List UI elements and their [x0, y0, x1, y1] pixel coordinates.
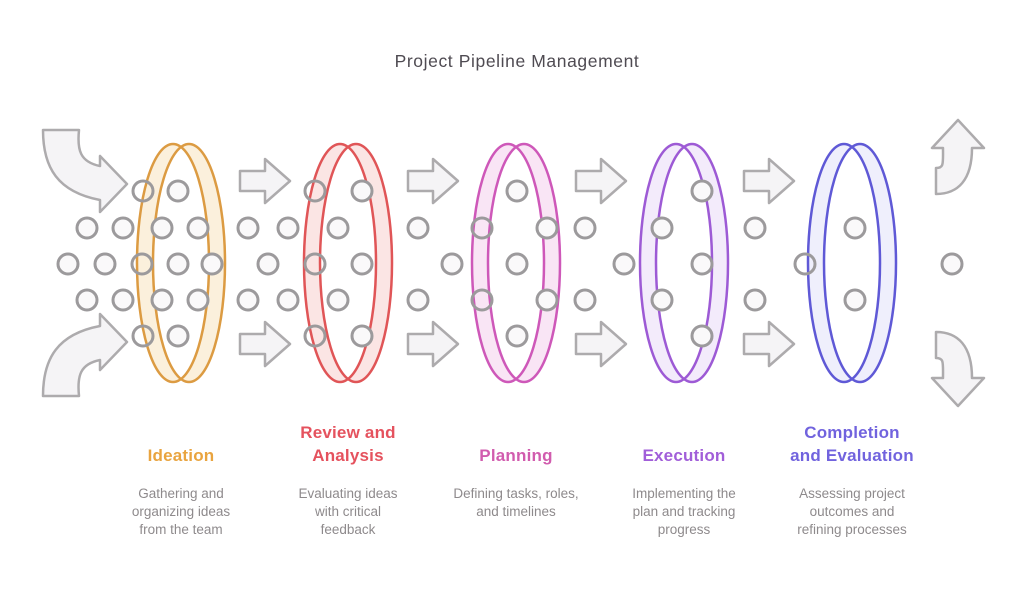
pipeline-dot: [440, 252, 464, 276]
pipeline-dot: [326, 288, 350, 312]
stage-name: Ideation: [147, 446, 215, 465]
pipeline-dot: [406, 288, 430, 312]
pipeline-dot: [150, 288, 174, 312]
stage-transition-arrow: [238, 320, 292, 368]
pipeline-dot: [406, 216, 430, 240]
pipeline-dot: [505, 179, 529, 203]
pipeline-dot: [236, 288, 260, 312]
pipeline-dot: [236, 216, 260, 240]
pipeline-dot: [650, 216, 674, 240]
stage-description: Assessing project outcomes and refining …: [797, 486, 907, 537]
stage-transition-arrow: [238, 157, 292, 205]
pipeline-dot-hollow: [131, 324, 155, 348]
pipeline-dot: [843, 216, 867, 240]
pipeline-dot: [505, 324, 529, 348]
stage-ring-execution: [638, 142, 730, 384]
pipeline-dot: [326, 216, 350, 240]
pipeline-dot: [505, 252, 529, 276]
pipeline-dot: [535, 288, 559, 312]
pipeline-dot: [612, 252, 636, 276]
pipeline-dot: [186, 216, 210, 240]
pipeline-dot-hollow: [303, 324, 327, 348]
stage-transition-arrow: [742, 157, 796, 205]
pipeline-dot: [186, 288, 210, 312]
pipeline-dot-hollow: [131, 179, 155, 203]
stage-transition-arrow: [574, 320, 628, 368]
stage-description: Evaluating ideas with critical feedback: [298, 486, 398, 537]
pipeline-dot: [940, 252, 964, 276]
flow-in-bottom-arrow-icon: [41, 312, 129, 398]
stage-name: Execution: [642, 446, 726, 465]
stage-transition-arrow: [406, 157, 460, 205]
pipeline-dot: [150, 216, 174, 240]
pipeline-dot: [256, 252, 280, 276]
pipeline-dot: [111, 216, 135, 240]
pipeline-dot: [93, 252, 117, 276]
pipeline-dot: [650, 288, 674, 312]
stage-description: Implementing the plan and tracking progr…: [632, 486, 736, 537]
pipeline-dot: [350, 252, 374, 276]
pipeline-dot: [56, 252, 80, 276]
pipeline-dot-hollow: [470, 288, 494, 312]
stage-transition-arrow: [742, 320, 796, 368]
pipeline-dot: [276, 288, 300, 312]
stage-name: Completion and Evaluation: [790, 423, 914, 465]
stage-transition-arrow: [406, 320, 460, 368]
pipeline-dot: [350, 179, 374, 203]
pipeline-dot-hollow: [303, 179, 327, 203]
pipeline-dot: [743, 288, 767, 312]
pipeline-dot: [743, 216, 767, 240]
pipeline-dot-hollow: [470, 216, 494, 240]
pipeline-dot-hollow: [793, 252, 817, 276]
pipeline-dot: [75, 288, 99, 312]
pipeline-dot: [690, 252, 714, 276]
pipeline-dot: [75, 216, 99, 240]
stage-description: Gathering and organizing ideas from the …: [131, 486, 231, 537]
diagram-title: Project Pipeline Management: [394, 51, 640, 71]
stage-transition-arrow: [574, 157, 628, 205]
pipeline-dot: [573, 288, 597, 312]
pipeline-dot: [573, 216, 597, 240]
pipeline-dot-hollow: [303, 252, 327, 276]
stage-ring-review-analysis: [302, 142, 394, 384]
stage-name: Review and Analysis: [300, 423, 396, 465]
pipeline-dot: [200, 252, 224, 276]
stage-ring-planning: [470, 142, 562, 384]
flow-out-bottom-arrow-icon: [930, 330, 986, 408]
pipeline-dot: [276, 216, 300, 240]
stage-ring-completion-evaluation: [806, 142, 898, 384]
pipeline-dot-hollow: [130, 252, 154, 276]
pipeline-dot: [166, 252, 190, 276]
pipeline-dot: [843, 288, 867, 312]
pipeline-dot: [690, 179, 714, 203]
pipeline-dot: [690, 324, 714, 348]
pipeline-dot: [166, 324, 190, 348]
pipeline-dot: [111, 288, 135, 312]
pipeline-dot: [535, 216, 559, 240]
stage-name: Planning: [479, 446, 553, 465]
pipeline-dot: [350, 324, 374, 348]
stage-description: Defining tasks, roles, and timelines: [453, 486, 579, 519]
pipeline-dot: [166, 179, 190, 203]
flow-in-top-arrow-icon: [41, 128, 129, 214]
flow-out-top-arrow-icon: [930, 118, 986, 196]
